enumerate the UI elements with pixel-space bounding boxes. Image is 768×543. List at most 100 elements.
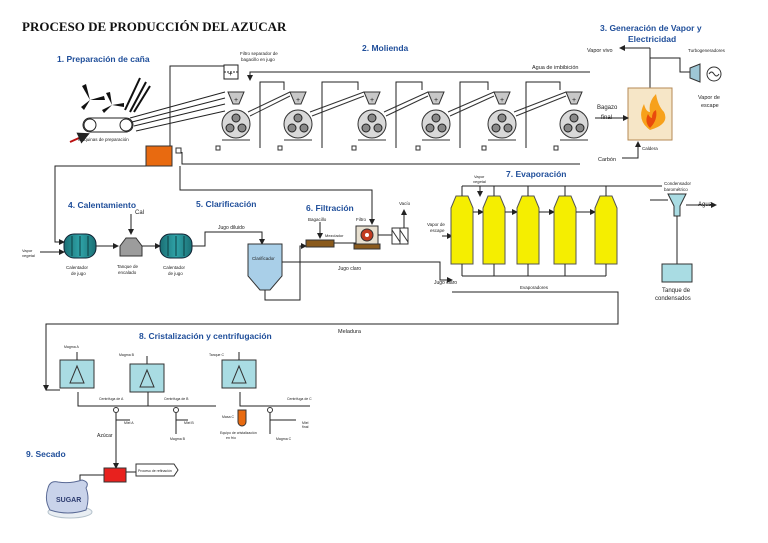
liming-tank (119, 237, 143, 257)
windmill-icon (81, 84, 124, 113)
jugo-claro-label-1: Jugo claro (338, 266, 361, 272)
agua-label: Agua (698, 202, 713, 208)
section-9-heading: 9. Secado (26, 449, 66, 459)
calentador-2-label-a: Calentador (163, 265, 186, 270)
svg-text:+: + (234, 97, 238, 104)
turbogenerator-icon (689, 63, 722, 83)
svg-text:+: + (572, 97, 576, 104)
svg-text:SUGAR: SUGAR (56, 497, 81, 504)
clarifier-to-mixer-line (264, 243, 307, 301)
section-5-heading: 5. Clarificación (196, 199, 256, 209)
vapor-escape-label-1: Vapor de (698, 95, 720, 101)
section-2-heading: 2. Molienda (362, 43, 409, 53)
tanque-condensados-label-2: condensados (655, 296, 691, 302)
vacuum-pan-2 (129, 356, 165, 393)
evaporator-3 (516, 195, 555, 276)
tanque-encalado-label-2: encalado (118, 270, 137, 275)
svg-text:+: + (370, 97, 374, 104)
mixer (305, 239, 335, 248)
section-6-heading: 6. Filtración (306, 203, 354, 213)
heater2-to-clarifier-line (192, 231, 265, 247)
evaporator-2 (482, 195, 518, 276)
filtro-separador-label-2: bagacillo en jugo (241, 57, 275, 62)
vacuum-pan-3 (221, 352, 257, 389)
vapor-escape-label-2: escape (701, 103, 719, 109)
svg-text:+: + (434, 97, 438, 104)
centrifuga-c-label: Centrífuga de C (287, 397, 312, 401)
evaporadores-label: Evaporadores (520, 285, 549, 290)
condensate-tank (661, 263, 693, 283)
carbon-label: Carbón (598, 157, 616, 163)
mezclador-label: Mezclador (325, 233, 344, 238)
turbogeneradores-label: Turbogeneradores (688, 48, 726, 53)
miel-final-label-1: Miel (302, 421, 309, 425)
vapor-vegetal-evap-label-2: vegetal (473, 179, 486, 184)
caldera-label: Caldera (642, 146, 658, 151)
miel-b-line (175, 413, 188, 421)
meladura-label: Meladura (338, 329, 362, 335)
tanque-encalado-label-1: Tanque de (117, 264, 139, 269)
juice-heater-2 (159, 233, 193, 259)
cold-crystallizer (237, 409, 247, 427)
miel-a-line (115, 413, 130, 421)
miel-c-line (269, 413, 296, 421)
refinery-arrow (135, 463, 179, 477)
evaporators-group (450, 195, 618, 277)
calentador-1-label-b: de jugo (71, 271, 86, 276)
magma-b2-label: Magma B (170, 437, 186, 441)
svg-text:+: + (296, 97, 300, 104)
cal-label: Cal (135, 210, 144, 216)
jugo-claro-line (282, 261, 453, 283)
page-title: PROCESO DE PRODUCCIÓN DEL AZUCAR (22, 19, 287, 34)
vacuum-pump (391, 227, 409, 245)
dryer (103, 467, 127, 483)
evaporator-1 (450, 195, 484, 276)
section-3-heading-b: Electricidad (628, 34, 676, 44)
tanque-condensados-label-1: Tanque de (662, 288, 691, 294)
mill-4: + (415, 81, 495, 151)
mill-6: + (553, 91, 589, 151)
equipo-label-2: en frío (226, 436, 236, 440)
mill-5: + (481, 81, 567, 151)
svg-text:+: + (228, 69, 233, 78)
clarificador-label: Clarificador (252, 256, 275, 261)
section-4-heading: 4. Calentamiento (68, 200, 136, 210)
imbibition-water-line (247, 71, 590, 81)
centrifuga-a-label: Centrífuga de A (99, 397, 124, 401)
jugo-diluido-label: Jugo diluido (218, 225, 245, 231)
vacuum-pans-group (59, 352, 257, 393)
bagacillo-label: Bagacillo (308, 217, 327, 222)
evaporator-4 (553, 195, 596, 276)
vapor-vegetal-evap-label-1: Vapor (474, 174, 485, 179)
input-arrow (69, 132, 90, 144)
pan-c-discharge (239, 392, 310, 407)
rotary-filter (353, 225, 381, 250)
turbo-feed-line (650, 57, 690, 73)
refinacion-label: Proceso de refinación (138, 469, 172, 473)
section-8-heading: 8. Cristalización y centrifugación (139, 331, 272, 341)
section-1-heading: 1. Preparación de caña (57, 54, 150, 64)
filtro-label: Filtro (356, 217, 366, 222)
pan-b-discharge (147, 392, 216, 407)
bagacillo-return-line (179, 166, 375, 225)
agua-imbibicion-label: Agua de imbibición (532, 65, 578, 71)
vapor-vivo-label: Vapor vivo (587, 48, 613, 54)
condensador-label-2: barométrico (664, 187, 688, 192)
pump-icon (175, 147, 182, 154)
juice-return-line (169, 65, 224, 146)
miel-b-label: Miel B (184, 421, 194, 425)
vacuum-pan-1 (59, 352, 95, 389)
section-7-heading: 7. Evaporación (506, 169, 566, 179)
barometric-condenser (667, 193, 687, 217)
calentador-2-label-b: de jugo (168, 271, 183, 276)
raw-juice-tank (145, 145, 173, 167)
mill-1: + (215, 81, 291, 151)
vapor-escape-evap-label-1: Vapor de (427, 222, 445, 227)
vapor-escape-evap-label-2: escape (430, 228, 445, 233)
mill-3: + (351, 81, 429, 151)
bagacillo-filter: + (223, 64, 239, 80)
centrifuga-b-label: Centrífuga de B (164, 397, 189, 401)
jugo-claro-label-2: Jugo claro (434, 280, 457, 286)
